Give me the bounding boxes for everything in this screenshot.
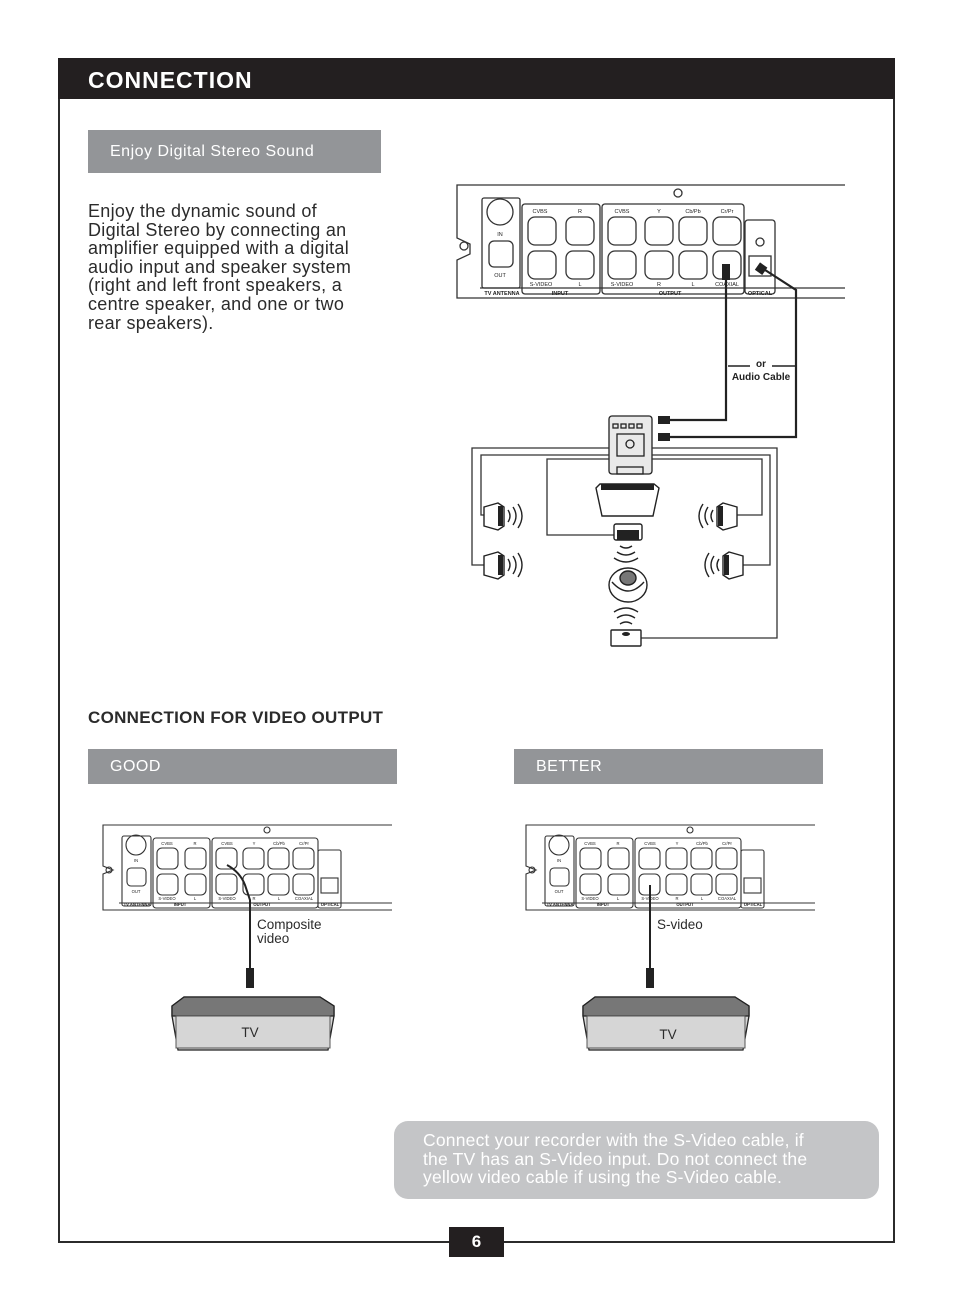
- svg-text:OUTPUT: OUTPUT: [659, 291, 682, 297]
- svg-text:S-VIDEO: S-VIDEO: [530, 282, 553, 288]
- svg-text:IN: IN: [134, 858, 138, 863]
- body-line: audio input and speaker system: [88, 256, 352, 277]
- svg-text:L: L: [701, 896, 704, 901]
- note-line: Connect your recorder with the S-Video c…: [423, 1130, 804, 1150]
- composite-video-label: Composite: [257, 917, 322, 932]
- body-line: rear speakers).: [88, 312, 214, 333]
- svg-text:Cr/Pr: Cr/Pr: [299, 841, 309, 846]
- body-line: Enjoy the dynamic sound of: [88, 201, 317, 221]
- svg-text:S-VIDEO: S-VIDEO: [611, 282, 634, 288]
- svg-text:INPUT: INPUT: [552, 291, 569, 297]
- svg-text:IN: IN: [497, 232, 503, 238]
- svg-text:INPUT: INPUT: [597, 902, 610, 907]
- svg-text:L: L: [691, 282, 694, 288]
- svg-text:CVBS: CVBS: [533, 209, 548, 215]
- svg-text:OPTICAL: OPTICAL: [744, 902, 763, 907]
- svg-text:CVBS: CVBS: [644, 841, 656, 846]
- svg-text:S-VIDEO: S-VIDEO: [158, 896, 176, 901]
- svg-text:IN: IN: [557, 858, 561, 863]
- section-label-digital: Enjoy Digital Stereo Sound: [110, 142, 315, 160]
- svg-text:CVBS: CVBS: [161, 841, 173, 846]
- svg-text:OPTICAL: OPTICAL: [321, 902, 340, 907]
- svg-text:R: R: [616, 841, 619, 846]
- section-label-good: GOOD: [110, 757, 161, 775]
- digital-description: Enjoy the dynamic sound of Digital Stere…: [88, 202, 388, 332]
- svg-text:CVBS: CVBS: [584, 841, 596, 846]
- svg-text:TV ANTENNA: TV ANTENNA: [547, 902, 574, 907]
- svg-text:Cr/Pr: Cr/Pr: [722, 841, 732, 846]
- svg-text:OPTICAL: OPTICAL: [748, 291, 773, 297]
- svg-text:Y: Y: [657, 209, 661, 215]
- tv-label-better: TV: [659, 1027, 676, 1042]
- svg-text:CVBS: CVBS: [221, 841, 233, 846]
- svg-text:Cb/Pb: Cb/Pb: [696, 841, 708, 846]
- s-video-note: Connect your recorder with the S-Video c…: [394, 1121, 879, 1199]
- page-title: CONNECTION: [88, 67, 253, 93]
- composite-video-label-2: video: [257, 931, 289, 946]
- note-line: yellow video cable if using the S-Video …: [423, 1167, 783, 1187]
- svg-text:OUT: OUT: [555, 889, 564, 894]
- section-bar-digital: Enjoy Digital Stereo Sound: [88, 130, 381, 173]
- note-line: the TV has an S-Video input. Do not conn…: [423, 1148, 808, 1169]
- svg-text:Y: Y: [253, 841, 256, 846]
- svg-text:R: R: [675, 896, 678, 901]
- svg-text:L: L: [278, 896, 281, 901]
- section-bar-good: GOOD: [88, 749, 397, 784]
- svg-text:R: R: [193, 841, 196, 846]
- body-line: (right and left front speakers, a: [88, 275, 343, 296]
- s-video-label: S-video: [657, 917, 703, 932]
- body-line: Digital Stereo by connecting an: [88, 219, 347, 240]
- svg-text:R: R: [578, 209, 582, 215]
- svg-text:TV ANTENNA: TV ANTENNA: [484, 291, 519, 297]
- svg-text:R: R: [657, 282, 661, 288]
- svg-text:Y: Y: [676, 841, 679, 846]
- section-bar-better: BETTER: [514, 749, 823, 784]
- svg-text:Cb/Pb: Cb/Pb: [685, 209, 700, 215]
- body-line: centre speaker, and one or two: [88, 293, 345, 314]
- svg-text:S-VIDEO: S-VIDEO: [581, 896, 599, 901]
- svg-text:S-VIDEO: S-VIDEO: [218, 896, 236, 901]
- cable-or-label: or: [756, 359, 766, 370]
- svg-text:CVBS: CVBS: [615, 209, 630, 215]
- svg-text:L: L: [194, 896, 197, 901]
- svg-text:L: L: [617, 896, 620, 901]
- svg-text:INPUT: INPUT: [174, 902, 187, 907]
- svg-text:R: R: [252, 896, 255, 901]
- svg-text:OUTPUT: OUTPUT: [253, 902, 271, 907]
- svg-text:TV ANTENNA: TV ANTENNA: [124, 902, 151, 907]
- svg-text:L: L: [578, 282, 581, 288]
- audio-cable-label: Audio Cable: [732, 372, 791, 383]
- svg-text:Cb/Pb: Cb/Pb: [273, 841, 285, 846]
- svg-text:OUT: OUT: [132, 889, 141, 894]
- tv-label-good: TV: [241, 1025, 258, 1040]
- page-number: 6: [449, 1227, 504, 1257]
- body-line: amplifier equipped with a digital: [88, 238, 350, 259]
- video-section-heading: CONNECTION FOR VIDEO OUTPUT: [88, 708, 384, 727]
- section-label-better: BETTER: [536, 757, 603, 775]
- svg-text:Cr/Pr: Cr/Pr: [721, 209, 734, 215]
- svg-text:COAXIAL: COAXIAL: [295, 896, 314, 901]
- header-bar: CONNECTION: [58, 58, 895, 99]
- svg-text:COAXIAL: COAXIAL: [718, 896, 737, 901]
- svg-text:OUTPUT: OUTPUT: [676, 902, 694, 907]
- svg-text:OUT: OUT: [494, 273, 506, 279]
